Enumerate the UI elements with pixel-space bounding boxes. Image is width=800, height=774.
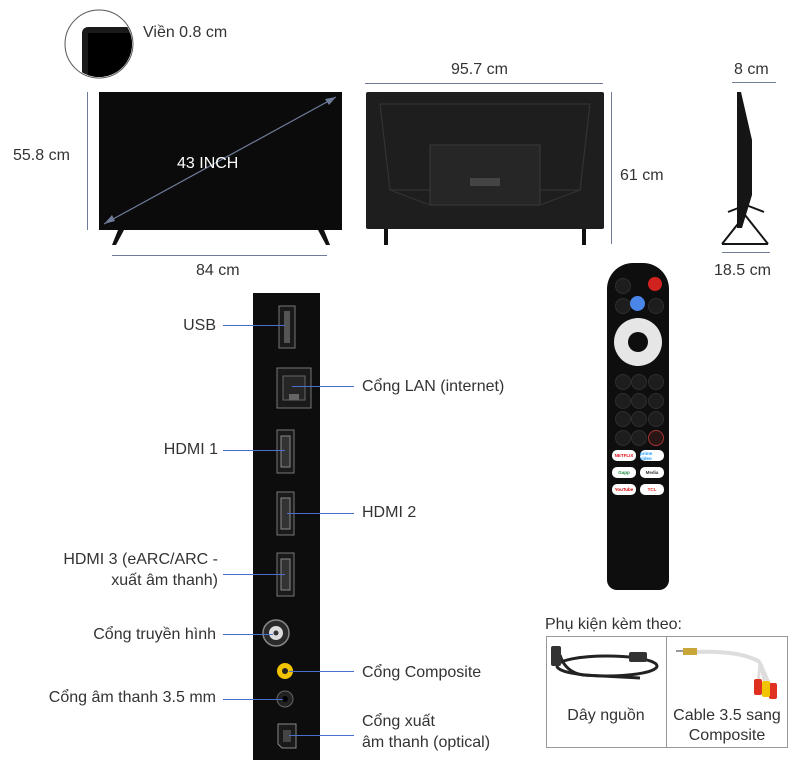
mute-button-icon: [615, 278, 631, 294]
back-width-label: 95.7 cm: [451, 61, 508, 78]
accessory-label-av-cable-line1: Cable 3.5 sang: [673, 707, 781, 724]
stand-depth-label: 18.5 cm: [714, 262, 771, 279]
remote-button-icon: [631, 430, 647, 446]
front-width-label: 84 cm: [196, 262, 240, 279]
vol-up-button-icon: [631, 393, 647, 409]
gapp-button-icon: Gapp: [612, 467, 636, 478]
front-width-line: [112, 255, 327, 256]
front-height-label: 55.8 cm: [13, 147, 70, 164]
usb-connector-line: [223, 325, 285, 326]
ch-down-button-icon: [648, 411, 664, 427]
bezel-label: Viền 0.8 cm: [143, 24, 228, 41]
hdmi3-port-icon: [276, 552, 295, 597]
audio-connector-line: [223, 699, 283, 700]
optical-connector-line: [289, 735, 354, 736]
hdmi2-connector-line: [287, 513, 354, 514]
composite-connector-line: [289, 671, 354, 672]
lan-connector-line: [292, 386, 354, 387]
stand-depth-line: [722, 252, 770, 253]
power-button-icon: [648, 277, 662, 291]
vol-down-button-icon: [631, 411, 647, 427]
hdmi3-connector-line: [223, 574, 285, 575]
back-button-icon: [615, 374, 631, 390]
accessories-divider: [666, 636, 667, 748]
hdmi2-port-icon: [276, 491, 295, 536]
hdmi1-label: HDMI 1: [163, 441, 218, 458]
accessory-label-av-cable-line2: Composite: [688, 727, 766, 744]
hdmi1-connector-line: [223, 450, 285, 451]
tcl-button-icon: TCL: [640, 484, 664, 495]
media-button-icon: Media: [640, 467, 664, 478]
antenna-connector-line: [223, 634, 273, 635]
assistant-button-icon: [630, 296, 645, 311]
hdmi1-port-icon: [276, 429, 295, 474]
audio-jack-icon: [276, 690, 294, 708]
back-height-label: 61 cm: [620, 167, 664, 184]
side-depth-label: 8 cm: [734, 61, 769, 78]
side-depth-line: [732, 82, 776, 83]
accessories-title: Phụ kiện kèm theo:: [545, 616, 682, 633]
menu-button-icon: [648, 374, 664, 390]
remote-button-icon: [615, 411, 631, 427]
netflix-button-icon: NETFLIX: [612, 450, 636, 461]
antenna-label: Cổng truyền hình: [93, 626, 216, 643]
usb-port-icon: [278, 305, 296, 349]
optical-port-icon: [277, 723, 297, 749]
accessory-label-power-cord: Dây nguồn: [567, 707, 645, 724]
dpad-ok-button-icon: [628, 332, 648, 352]
remote-button-icon: [615, 430, 631, 446]
back-width-line: [365, 83, 603, 84]
lan-port-icon: [276, 367, 312, 409]
composite-label: Cổng Composite: [362, 664, 482, 681]
hdmi3-label-line1: HDMI 3 (eARC/ARC -: [63, 551, 218, 568]
remote-button-icon: [615, 393, 631, 409]
ch-up-button-icon: [648, 393, 664, 409]
optical-label-line1: Cổng xuất: [362, 713, 435, 730]
composite-port-icon: [277, 663, 293, 679]
home-button-icon: [631, 374, 647, 390]
optical-label-line2: âm thanh (optical): [362, 734, 491, 751]
usb-label: USB: [183, 317, 216, 334]
youtube-button-icon: YouTube: [612, 484, 636, 495]
diagonal-label: 43 INCH: [177, 155, 239, 172]
antenna-port-icon: [262, 619, 290, 647]
prime-video-button-icon: prime video: [640, 450, 664, 461]
hdmi2-label: HDMI 2: [362, 504, 417, 521]
audio-label: Cổng âm thanh 3.5 mm: [48, 689, 216, 706]
lan-label: Cổng LAN (internet): [362, 378, 505, 395]
hdmi3-label-line2: xuất âm thanh): [111, 572, 218, 589]
front-height-line: [87, 92, 88, 230]
back-height-line: [611, 92, 612, 244]
input-button-icon: [648, 298, 664, 314]
accessories-table: [546, 636, 788, 748]
record-button-icon: [648, 430, 664, 446]
tv-front-screen: [99, 92, 342, 230]
